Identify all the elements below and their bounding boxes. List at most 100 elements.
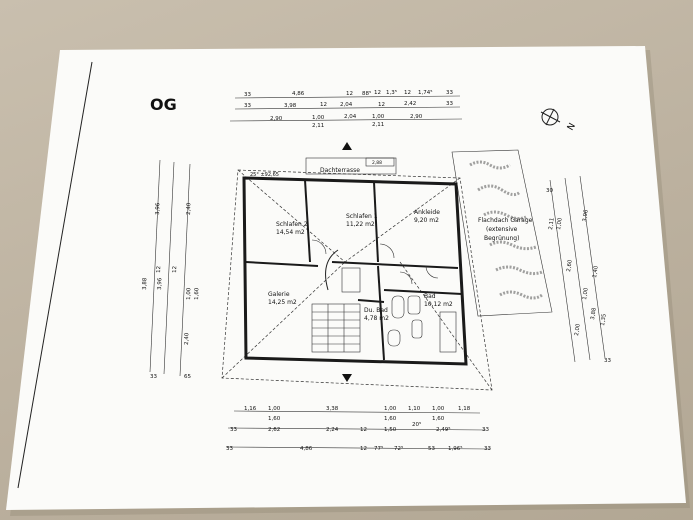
dim-left-j: 12 xyxy=(156,266,162,273)
dim-bottom-1b-a: 1,60 xyxy=(268,416,281,422)
dim-top-3-c: 2,11 xyxy=(312,123,324,129)
room-area: 14,54 m2 xyxy=(276,229,305,236)
dim-bottom-1b-b: 1,60 xyxy=(384,416,397,422)
dim-top-2-e: 12 xyxy=(378,102,385,108)
dim-bottom-3-e: 72⁵ xyxy=(394,445,403,452)
small-box-label: 2,88 xyxy=(372,160,382,166)
margin-line xyxy=(17,61,93,489)
dim-right-c: 2,60 xyxy=(566,259,574,272)
dim-bottom-1-f: 1,00 xyxy=(432,406,445,412)
dim-top-3-g: 2,90 xyxy=(410,114,423,120)
room-area: 10,12 m2 xyxy=(424,301,453,308)
flat-roof-garage-area xyxy=(451,149,553,317)
dim-top-2-f: 2,42 xyxy=(404,101,416,107)
dim-bottom-1b-c: 1,60 xyxy=(432,416,445,422)
bottom-dimension-chain xyxy=(225,410,491,450)
dim-top-3-b: 1,00 xyxy=(312,115,325,121)
dim-right-a: 2,11 xyxy=(548,217,556,230)
flat-roof-hatching xyxy=(469,160,543,300)
dim-top-2-c: 12 xyxy=(320,102,327,108)
dim-bottom-1-g: 1,18 xyxy=(458,406,471,412)
dim-top-1-f: 1,3⁵ xyxy=(386,89,397,96)
room-name: Bad xyxy=(424,293,436,300)
dim-left-k: 12 xyxy=(172,266,178,273)
dim-right-b: 1,00 xyxy=(556,217,564,230)
dim-right-i: 1,35 xyxy=(600,313,608,326)
dim-bottom-1-a: 1,16 xyxy=(244,406,257,412)
terrace-box xyxy=(305,157,397,175)
room-name: Schlafen 2 xyxy=(276,221,308,228)
dim-left-i: 65 xyxy=(184,374,191,380)
room-name: Schlafen 1 xyxy=(346,213,378,220)
top-dimension-chain xyxy=(229,95,463,122)
right-dimension-chain xyxy=(549,175,606,363)
dim-right-j: 30 xyxy=(546,188,553,194)
room-name: Galerie xyxy=(268,291,290,298)
flat-roof-label-1: Flachdach Garage xyxy=(478,217,533,224)
roof-hip-line xyxy=(221,261,346,379)
dim-bottom-2-f: 20⁵ xyxy=(412,421,421,428)
dim-bottom-2-a: 33 xyxy=(230,427,237,433)
dim-bottom-3-c: 12 xyxy=(360,446,367,452)
dim-top-3-e: 1,00 xyxy=(372,114,385,120)
dim-right-f: 2,00 xyxy=(574,323,582,336)
dim-bottom-2-g: 2,49⁵ xyxy=(436,426,450,433)
dim-left-d: 2,40 xyxy=(186,202,192,215)
staircase xyxy=(311,249,361,353)
room-area: 11,22 m2 xyxy=(346,221,375,228)
dim-bottom-2-h: 33 xyxy=(482,427,489,433)
dim-top-3-a: 2,90 xyxy=(270,116,283,122)
dim-top-3-d: 2,04 xyxy=(344,114,357,120)
roof-slope-label: 25° ±92,65 xyxy=(250,172,279,178)
flat-roof-label-2: (extensive xyxy=(486,226,518,233)
roof-hip-line xyxy=(344,177,461,263)
dim-top-2-b: 3,98 xyxy=(284,103,297,109)
roof-hip-line xyxy=(237,169,346,263)
north-arrow-icon xyxy=(540,108,561,126)
dim-bottom-1-d: 1,00 xyxy=(384,406,397,412)
room-area: 14,25 m2 xyxy=(268,299,297,306)
dim-top-1-e: 12 xyxy=(374,90,381,96)
dim-top-1-d: 88⁵ xyxy=(362,90,371,97)
room-area: 4,78 m2 xyxy=(364,315,389,322)
section-marker-top xyxy=(342,142,352,150)
roof-hip-line xyxy=(399,261,493,391)
room-name: Du. Bad xyxy=(364,307,388,314)
dim-right-h: 3,88 xyxy=(590,307,598,320)
floor-label: OG xyxy=(150,95,177,114)
terrace-label: Dachterrasse xyxy=(320,167,360,174)
door-swings xyxy=(311,239,439,285)
dim-top-2-a: 33 xyxy=(244,103,251,109)
dim-left-h: 33 xyxy=(150,374,157,380)
dim-top-1-i: 33 xyxy=(446,90,453,96)
dim-bottom-2-c: 2,24 xyxy=(326,427,339,433)
north-label: N xyxy=(566,122,578,133)
dim-left-b: 3,96 xyxy=(157,277,163,290)
dim-right-k: 33 xyxy=(604,358,611,364)
dim-right-d: 1,40 xyxy=(592,265,600,278)
dim-bottom-2-d: 12 xyxy=(360,427,367,433)
section-marker-bottom xyxy=(342,374,352,382)
exterior-walls xyxy=(242,176,468,366)
interior-walls xyxy=(245,179,463,361)
dim-right-e: 3,96 xyxy=(582,209,590,222)
dim-top-1-c: 12 xyxy=(346,91,353,97)
dim-left-g: 2,40 xyxy=(184,332,190,345)
room-name: Ankleide xyxy=(414,209,440,216)
dim-left-e: 1,00 xyxy=(186,287,192,300)
dim-top-1-g: 12 xyxy=(404,90,411,96)
room-area: 9,20 m2 xyxy=(414,217,439,224)
dim-right-g: 1,00 xyxy=(582,287,590,300)
dim-bottom-3-f: 53 xyxy=(428,446,435,452)
dim-bottom-1-c: 3,38 xyxy=(326,406,339,412)
dim-bottom-3-g: 1,96⁵ xyxy=(448,445,462,452)
dim-bottom-2-b: 2,62 xyxy=(268,427,280,433)
dim-top-1-a: 33 xyxy=(244,92,251,98)
dim-bottom-3-a: 33 xyxy=(226,446,233,452)
dim-bottom-1-e: 1,10 xyxy=(408,406,421,412)
dim-top-3-f: 2,11 xyxy=(372,122,384,128)
left-dimension-chain xyxy=(149,159,191,377)
small-box xyxy=(365,157,395,167)
dim-left-f: 1,60 xyxy=(194,287,200,300)
